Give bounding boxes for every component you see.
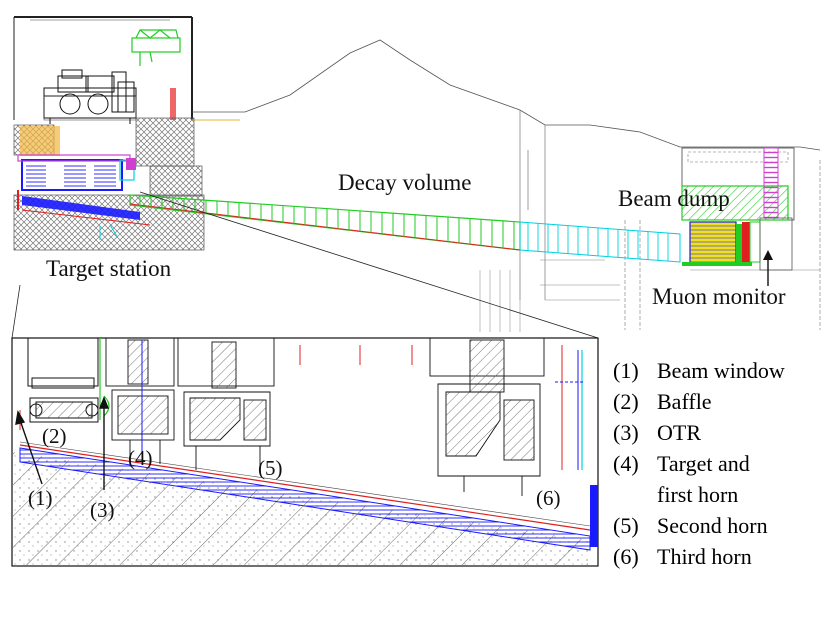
target-station-building [13,16,193,124]
inset-arrows [15,396,110,490]
first-horn [105,337,175,464]
shield-block [135,117,195,167]
decay-volume-pipe [129,194,681,263]
overview-drawing [13,16,821,332]
zoom-lines [11,191,599,339]
muon-monitor-arrow [763,250,773,286]
third-horn [429,337,545,496]
legend-item: (4)Target and first horn [613,451,750,507]
legend-item: (2)Baffle [613,389,712,414]
marker-1: (1) [28,486,53,510]
beam-dump-label: Beam dump [618,186,730,211]
legend: (1)Beam window (2)Baffle (3)OTR (4)Targe… [613,355,828,572]
muon-monitor-label: Muon monitor [652,284,786,309]
baffle-assembly [27,337,99,423]
second-horn [177,337,275,474]
marker-4: (4) [128,446,153,470]
beam-dump-assembly [681,147,795,271]
legend-item: (1)Beam window [613,358,785,383]
inset-detail [11,337,599,567]
marker-3: (3) [90,498,115,522]
decay-volume-label: Decay volume [338,170,472,195]
legend-item: (3)OTR [613,420,701,445]
legend-item: (5)Second horn [613,513,768,538]
target-station-vessel [17,154,151,240]
marker-2: (2) [42,424,67,448]
legend-item: (6)Third horn [613,544,752,569]
marker-6: (6) [536,486,561,510]
ground-profile [192,39,821,151]
marker-5: (5) [258,456,283,480]
target-station-label: Target station [46,256,172,281]
